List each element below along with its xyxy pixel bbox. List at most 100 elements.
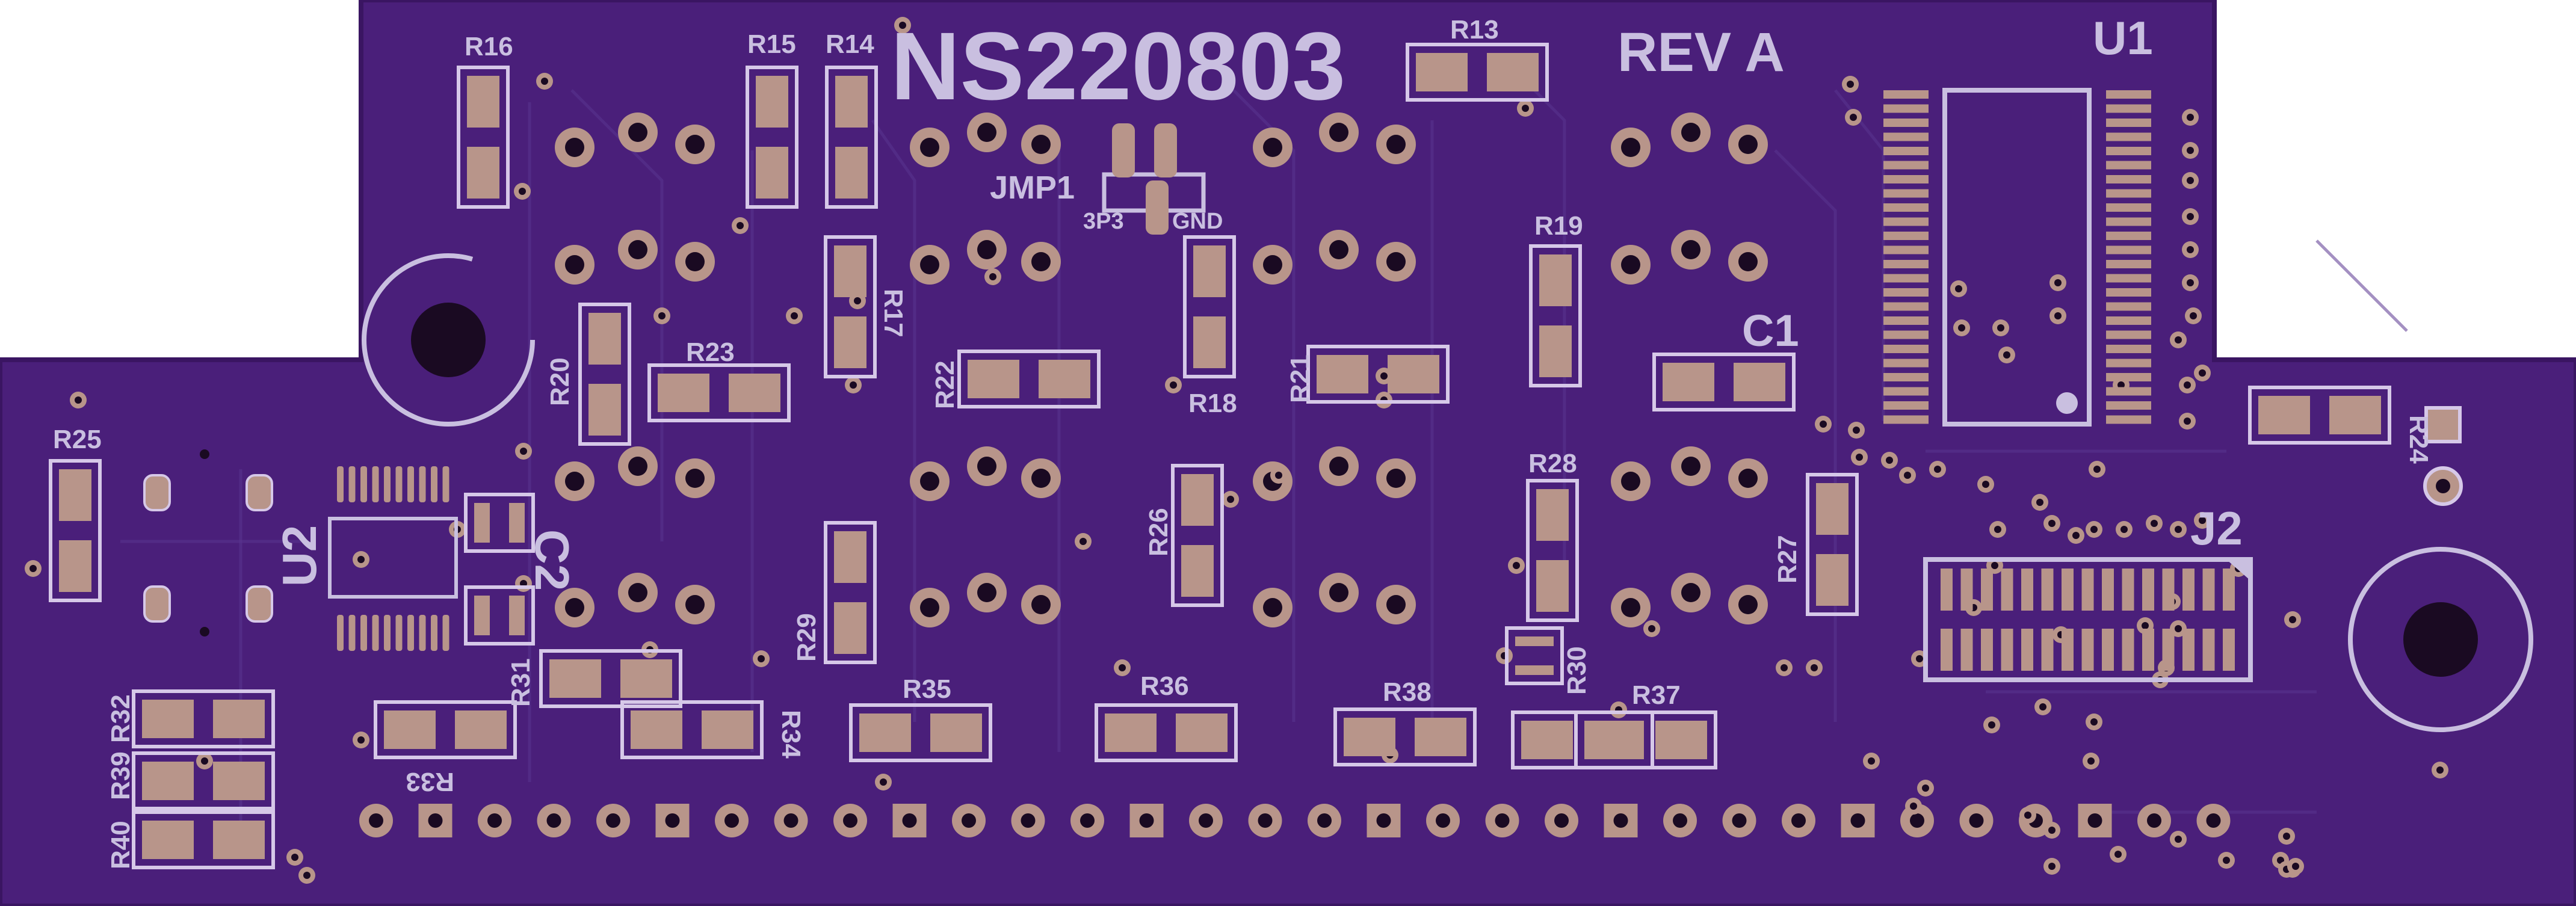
resistor-footprint xyxy=(1526,479,1579,622)
u1-pin-left xyxy=(1883,260,1929,268)
via-drill xyxy=(2090,526,2098,533)
via-drill xyxy=(541,78,548,85)
resistor-footprint xyxy=(620,700,764,759)
label-r30: R30 xyxy=(1562,646,1592,695)
resistor-footprint xyxy=(1171,464,1224,607)
via-drill xyxy=(1916,655,1923,662)
via-drill xyxy=(2175,625,2182,632)
j2-pin-top xyxy=(2202,569,2215,611)
u1-pin-left xyxy=(1883,203,1929,212)
jmp1-left-label: 3P3 xyxy=(1083,209,1124,234)
resistor-outline xyxy=(825,66,878,209)
via-drill xyxy=(2184,418,2191,425)
via-drill xyxy=(2175,336,2182,344)
u1-pin-left xyxy=(1883,373,1929,381)
resistor-outline xyxy=(1529,244,1582,387)
j2-pin-top xyxy=(1941,569,1953,611)
u2-pin-bottom xyxy=(372,615,379,651)
via-drill xyxy=(1982,481,1989,488)
u2-pin-bottom xyxy=(348,615,356,651)
resistor-pad xyxy=(1515,636,1554,646)
th-drill xyxy=(685,469,705,488)
label-r13: R13 xyxy=(1450,15,1499,45)
resistor-pad xyxy=(1816,483,1849,535)
via-drill xyxy=(2184,381,2191,389)
via-drill xyxy=(2187,279,2194,286)
header-pin-drill xyxy=(783,813,798,828)
j2-pin-top xyxy=(2062,569,2074,611)
resistor-pad xyxy=(1317,355,1368,393)
resistor-pad xyxy=(930,713,982,752)
label-r16: R16 xyxy=(465,32,513,61)
resistor-pad xyxy=(467,147,499,199)
th-drill xyxy=(1329,123,1348,142)
j2-pin-top xyxy=(2001,569,2013,611)
mounting-hole-right xyxy=(2348,547,2533,732)
header-pin-drill xyxy=(2147,813,2161,828)
u2-pin-top xyxy=(395,466,403,502)
th-drill xyxy=(1681,457,1700,476)
label-r35: R35 xyxy=(903,674,951,704)
via-drill xyxy=(2048,520,2056,527)
via-drill xyxy=(2187,147,2194,154)
via-drill xyxy=(2223,857,2230,864)
resistor-pad xyxy=(142,821,194,859)
via-drill xyxy=(1850,114,1857,121)
resistor-outline xyxy=(1574,710,1717,769)
th-drill xyxy=(1681,240,1700,259)
via-drill xyxy=(2199,517,2206,524)
j2-pin-top xyxy=(2041,569,2054,611)
j2-pin-top xyxy=(1981,569,1993,611)
resistor-pad xyxy=(1663,363,1714,401)
th-drill xyxy=(628,457,647,476)
resistor-pad xyxy=(1181,545,1214,597)
via-drill xyxy=(1988,721,1995,729)
label-r22: R22 xyxy=(930,360,960,409)
resistor-footprint xyxy=(957,350,1101,408)
via-drill xyxy=(1080,538,1087,545)
th-drill xyxy=(1263,255,1282,274)
resistor-pad xyxy=(729,374,780,412)
th-drill xyxy=(628,240,647,259)
label-r37: R37 xyxy=(1632,680,1681,710)
resistor-pad xyxy=(658,374,709,412)
via-drill xyxy=(1922,784,1929,792)
resistor-outline xyxy=(464,585,535,646)
u1-pin-right xyxy=(2106,260,2151,268)
u1-pin-right xyxy=(2106,401,2151,410)
resistor-pad xyxy=(859,713,911,752)
th-drill xyxy=(1031,595,1051,614)
resistor-outline xyxy=(1806,473,1859,616)
u2-pin-top xyxy=(384,466,391,502)
resistor-pad xyxy=(1584,721,1636,759)
via-drill xyxy=(2090,718,2098,726)
u1-pin-right xyxy=(2106,330,2151,339)
label-r20: R20 xyxy=(545,357,575,406)
resistor-pad xyxy=(213,700,265,738)
resistor-pad xyxy=(834,245,866,297)
label-r34: R34 xyxy=(776,710,806,759)
u1-pin-left xyxy=(1883,345,1929,353)
u1-pin-right xyxy=(2106,345,2151,353)
resistor-pad xyxy=(1487,53,1539,91)
via-drill xyxy=(1886,457,1893,464)
u1-pin-left xyxy=(1883,245,1929,254)
header-pin-drill xyxy=(1613,813,1628,828)
u1-pin-left xyxy=(1883,316,1929,325)
resistor-pad xyxy=(1536,489,1569,541)
resistor-footprint xyxy=(457,66,510,209)
via-drill xyxy=(2187,246,2194,253)
header-pin-drill xyxy=(1317,813,1332,828)
resistor-pad xyxy=(1344,718,1395,756)
resistor-outline xyxy=(49,459,102,602)
label-r17: R17 xyxy=(879,289,908,337)
th-drill xyxy=(1738,252,1758,271)
resistor-pad xyxy=(2258,396,2310,434)
j2-pin-top xyxy=(2162,569,2175,611)
u1-pin-right xyxy=(2106,217,2151,226)
resistor-pad xyxy=(142,700,194,738)
th-drill xyxy=(1738,135,1758,154)
resistor-outline xyxy=(1526,479,1579,622)
resistor-outline xyxy=(132,689,275,748)
j2-pin-top xyxy=(2122,569,2134,611)
